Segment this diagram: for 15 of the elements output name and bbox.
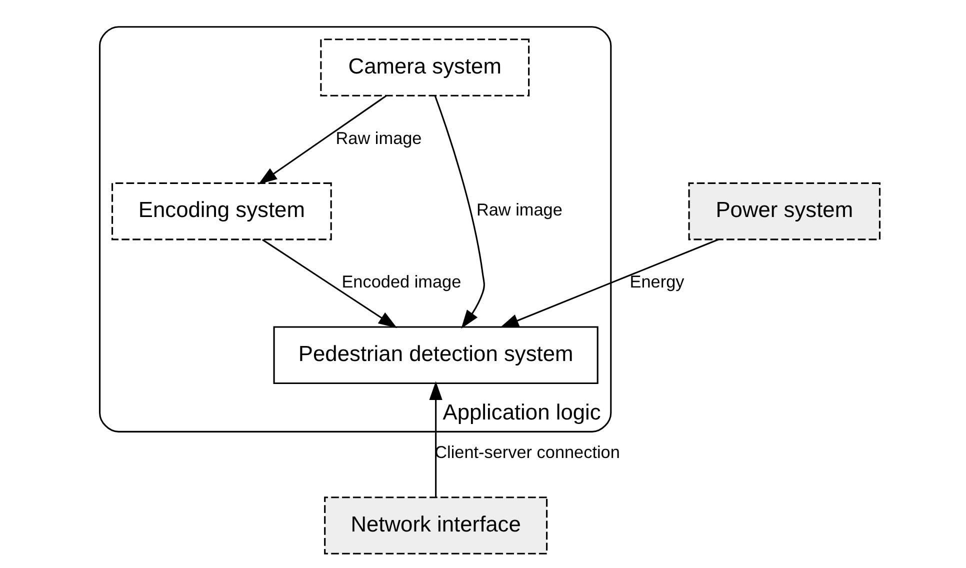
edge-label: Energy — [629, 272, 684, 292]
arrow — [499, 238, 718, 328]
arrow — [434, 95, 484, 329]
edge-label: Raw image — [335, 128, 422, 148]
node-box: Encoding system — [110, 182, 332, 240]
edge-label: Raw image — [476, 200, 562, 220]
arrow — [262, 239, 397, 328]
edge-label: Encoded image — [341, 272, 461, 292]
arrow — [258, 95, 386, 184]
edge-label: Client-server connection — [434, 442, 620, 462]
node-box: Power system — [688, 182, 880, 240]
arrow — [428, 381, 442, 498]
node-box: Camera system — [320, 38, 530, 96]
node-box: Network interface — [324, 496, 548, 554]
node-box: Pedestrian detection system — [272, 326, 598, 384]
